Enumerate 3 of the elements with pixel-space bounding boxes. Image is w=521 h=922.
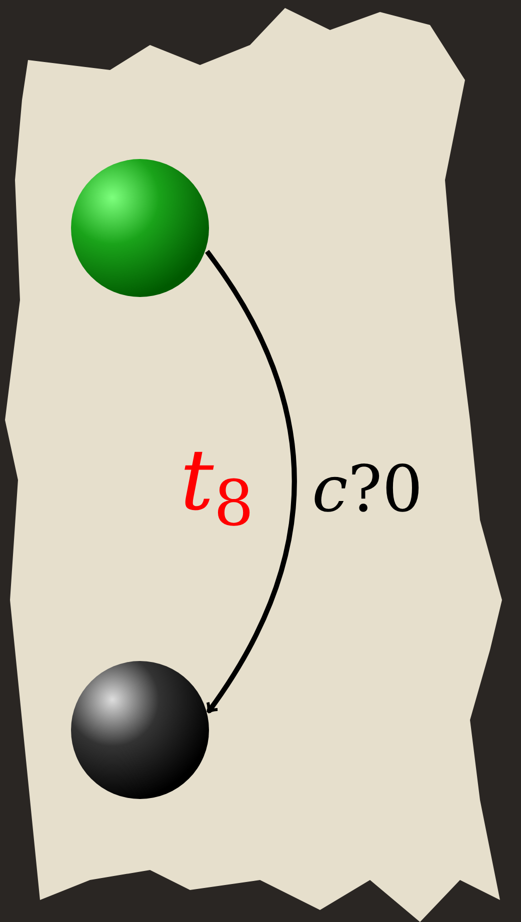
sphere xyxy=(71,661,209,799)
edge-label: c?0 xyxy=(312,458,423,522)
sphere xyxy=(71,159,209,297)
